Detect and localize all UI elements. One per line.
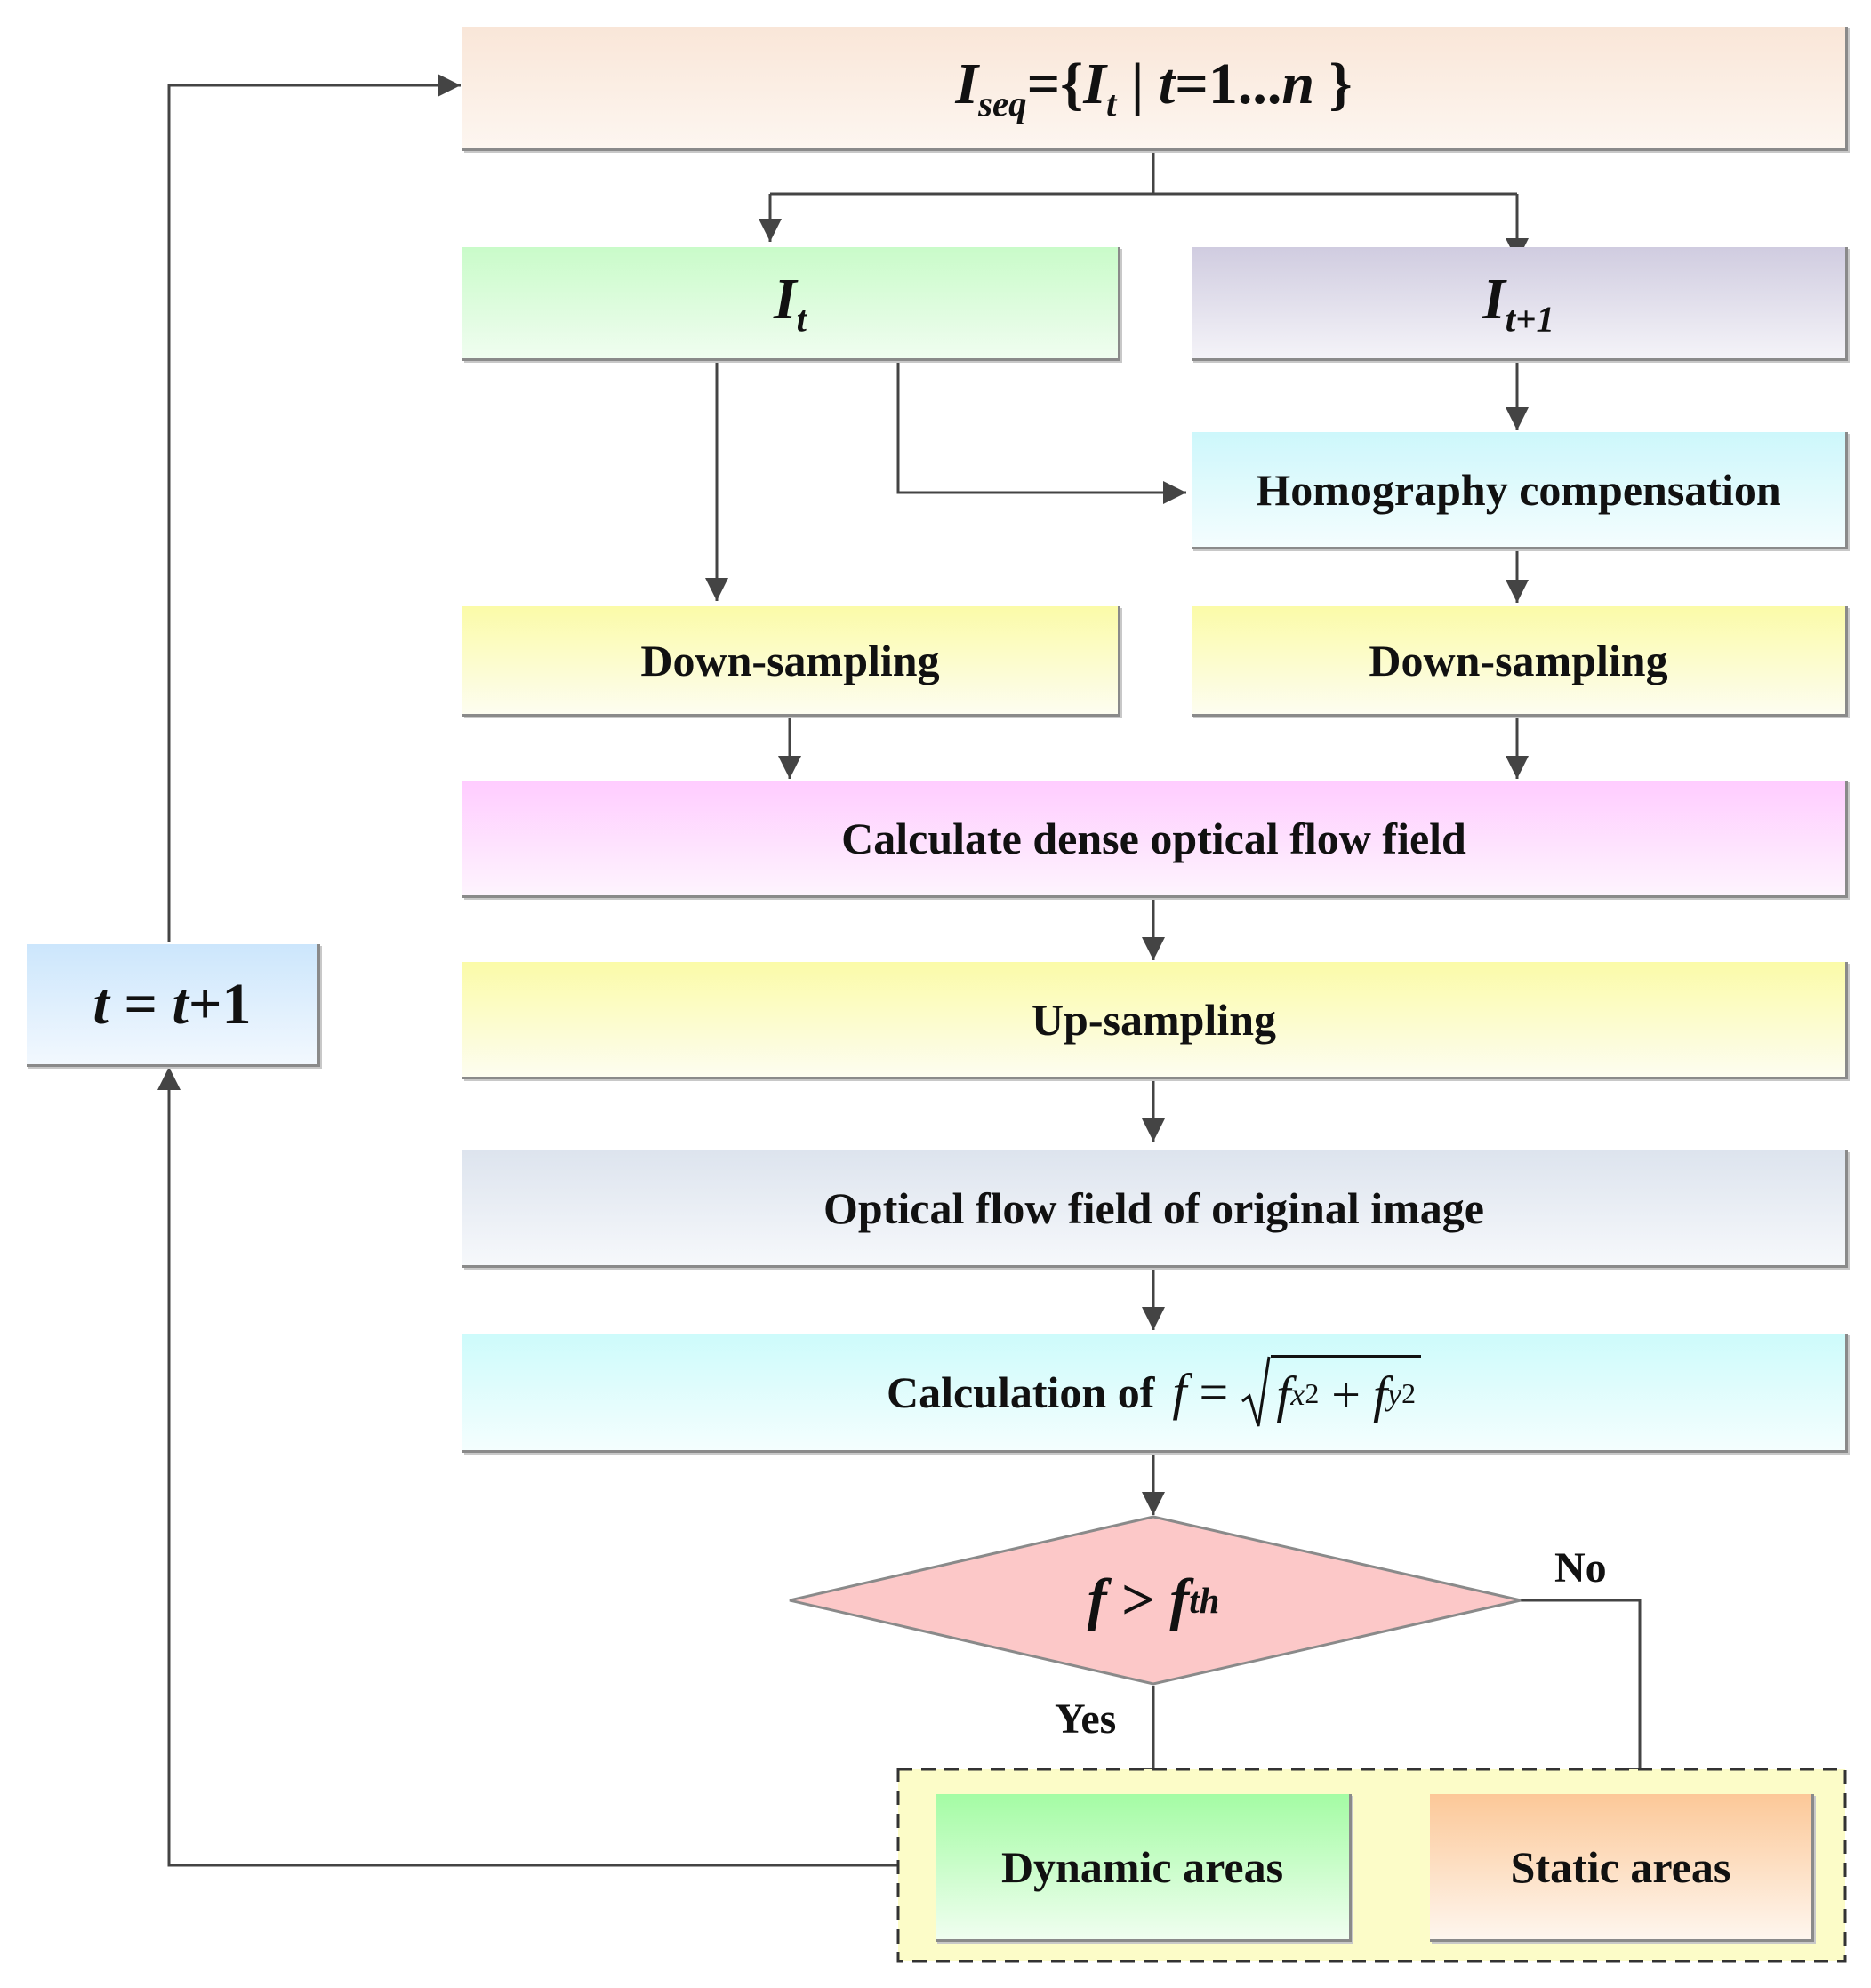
magnitude-f: f bbox=[1172, 1363, 1187, 1421]
sequence-it: I bbox=[1083, 51, 1106, 116]
frame-t1-i: I bbox=[1482, 266, 1506, 332]
sequence-eq: ={ bbox=[1026, 51, 1084, 116]
sequence-i: I bbox=[955, 51, 979, 116]
dynamic-areas-box: Dynamic areas bbox=[936, 1794, 1352, 1942]
magnitude-pow1: 2 bbox=[1305, 1378, 1320, 1409]
upsampling-label: Up-sampling bbox=[1031, 994, 1277, 1045]
upsampling-box: Up-sampling bbox=[462, 962, 1848, 1079]
frame-t1-sub: t+1 bbox=[1505, 299, 1554, 340]
frame-t1-box: It+1 bbox=[1192, 247, 1848, 361]
homography-box: Homography compensation bbox=[1192, 432, 1848, 549]
decision-gt: > bbox=[1106, 1567, 1170, 1632]
increment-eq: = bbox=[108, 971, 173, 1037]
sequence-seq-sub: seq bbox=[978, 84, 1027, 124]
frame-t-i: I bbox=[773, 266, 797, 332]
sequence-n: n bbox=[1281, 51, 1315, 116]
downsample-right-label: Down-sampling bbox=[1369, 635, 1668, 685]
static-areas-label: Static areas bbox=[1510, 1841, 1731, 1892]
decision-fth: f bbox=[1169, 1567, 1190, 1632]
downsample-left-label: Down-sampling bbox=[640, 635, 940, 685]
magnitude-x-sub: x bbox=[1290, 1376, 1305, 1412]
increment-t2: t bbox=[172, 971, 189, 1037]
flow-original-box: Optical flow field of original image bbox=[462, 1150, 1848, 1268]
sequence-t-sub: t bbox=[1105, 84, 1117, 124]
radical-icon bbox=[1241, 1356, 1271, 1426]
downsample-left-box: Down-sampling bbox=[462, 606, 1120, 717]
edge-decision-no bbox=[1519, 1599, 1651, 1791]
sequence-formula: Iseq={It | t=1...n } bbox=[955, 51, 1352, 124]
magnitude-label: Calculation of bbox=[886, 1367, 1155, 1417]
frame-t-sub: t bbox=[796, 299, 807, 340]
sequence-t: t bbox=[1158, 51, 1176, 116]
decision-f: f bbox=[1087, 1567, 1107, 1632]
magnitude-fy: f bbox=[1372, 1365, 1388, 1423]
sequence-close: } bbox=[1314, 51, 1353, 116]
decision-th-sub: th bbox=[1189, 1580, 1220, 1621]
increment-t: t bbox=[92, 971, 109, 1037]
dynamic-areas-label: Dynamic areas bbox=[1000, 1841, 1284, 1892]
edge-increment-to-sequence bbox=[167, 74, 461, 942]
magnitude-plus: + bbox=[1331, 1365, 1361, 1423]
sequence-bar: | bbox=[1116, 51, 1159, 116]
downsample-right-box: Down-sampling bbox=[1192, 606, 1848, 717]
magnitude-eq: = bbox=[1199, 1363, 1229, 1421]
decision-diamond bbox=[789, 1515, 1522, 1686]
sequence-range: =1... bbox=[1175, 51, 1282, 116]
edge-seq-split bbox=[770, 149, 1517, 196]
static-areas-box: Static areas bbox=[1430, 1794, 1814, 1942]
sequence-box: Iseq={It | t=1...n } bbox=[462, 27, 1848, 151]
increment-box: t = t+1 bbox=[27, 944, 320, 1067]
homography-label: Homography compensation bbox=[1256, 464, 1781, 515]
edge-label-no: No bbox=[1554, 1544, 1607, 1591]
frame-t-box: It bbox=[462, 247, 1120, 361]
increment-plus1: +1 bbox=[188, 971, 252, 1037]
magnitude-pow2: 2 bbox=[1401, 1378, 1417, 1409]
edge-label-yes: Yes bbox=[1055, 1695, 1117, 1743]
dense-flow-label: Calculate dense optical flow field bbox=[841, 813, 1466, 863]
magnitude-y-sub: y bbox=[1387, 1376, 1402, 1412]
edge-areas-to-increment bbox=[157, 1067, 898, 1867]
edge-frame-t-to-homography bbox=[896, 357, 1186, 504]
dense-flow-box: Calculate dense optical flow field bbox=[462, 781, 1848, 898]
flow-original-label: Optical flow field of original image bbox=[823, 1182, 1484, 1233]
magnitude-fx: f bbox=[1276, 1365, 1291, 1423]
